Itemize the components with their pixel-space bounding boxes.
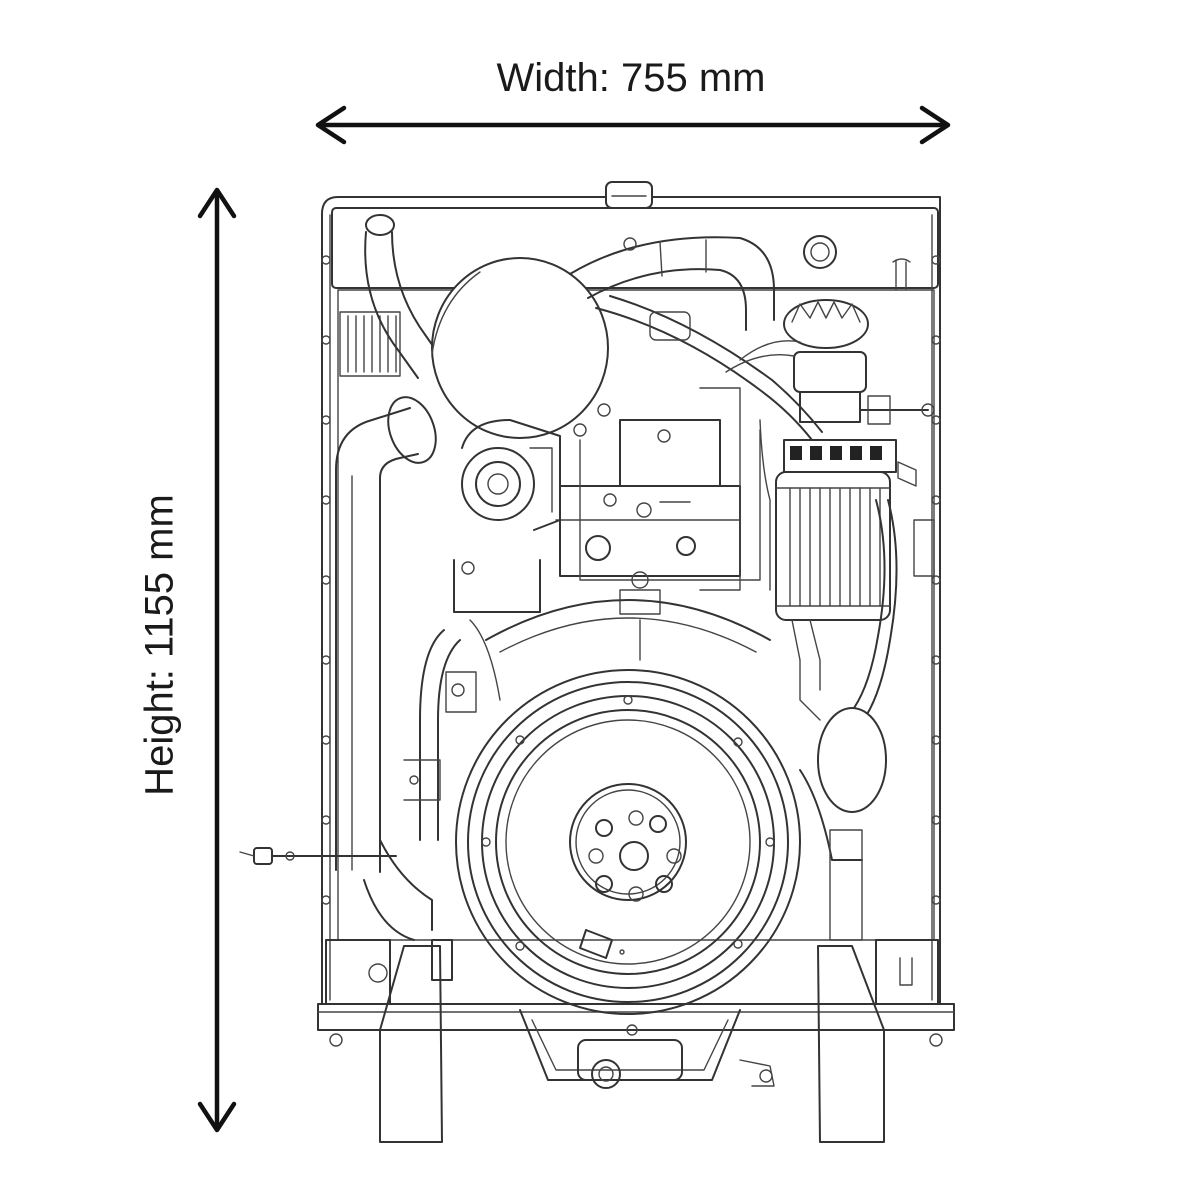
coolant-pipe-left (335, 214, 441, 873)
flywheel (455, 599, 801, 1015)
width-arrow (315, 105, 951, 145)
engine-block (453, 387, 771, 661)
height-arrow (197, 187, 237, 1133)
oil-pan (519, 1009, 775, 1089)
alternator (775, 439, 935, 717)
sensor-cable (239, 847, 397, 865)
fuel-filter (725, 299, 935, 425)
top-hose (569, 236, 823, 441)
air-filter (431, 257, 609, 439)
base-rail (317, 939, 955, 1143)
width-dimension-label: Width: 755 mm (496, 56, 766, 100)
vent-grille (339, 311, 401, 377)
turbocharger (461, 419, 561, 531)
radiator-frame (321, 181, 941, 1005)
left-hoses (363, 619, 501, 981)
engine-drawing (239, 181, 955, 1143)
starter-motor (791, 619, 887, 941)
